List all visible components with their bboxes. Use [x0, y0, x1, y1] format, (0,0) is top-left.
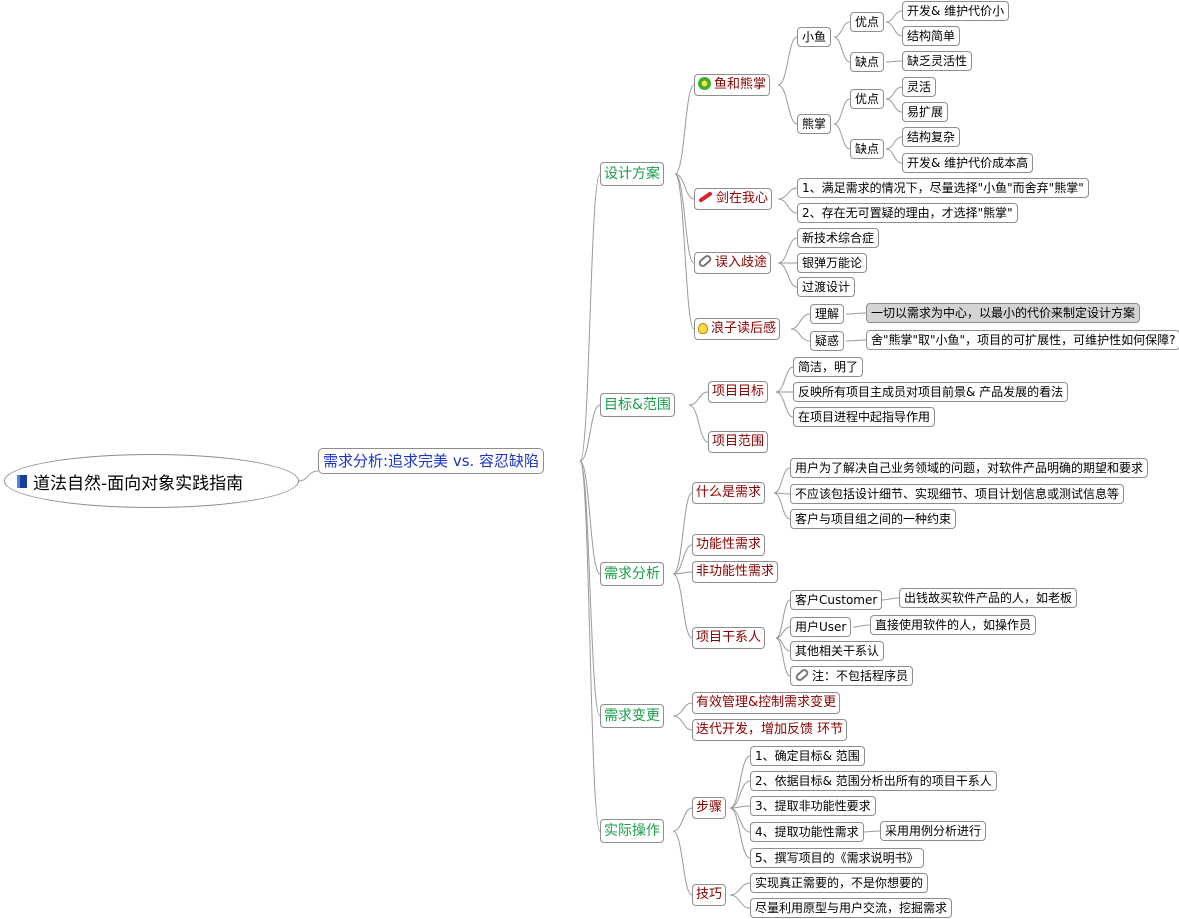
- paperclip-icon: [697, 253, 713, 269]
- leaf-what-3[interactable]: 客户与项目组之间的一种约束: [790, 509, 957, 529]
- topic-req-analysis[interactable]: 需求分析: [600, 562, 664, 586]
- leaf-goal-1[interactable]: 简洁，明了: [793, 357, 864, 377]
- paperclip-icon: [794, 667, 810, 683]
- leaf-bear-con-1[interactable]: 结构复杂: [902, 127, 961, 147]
- leaf-fish-pro-1[interactable]: 开发& 维护代价小: [902, 1, 1010, 21]
- leaf-other-stakeholders[interactable]: 其他相关干系认: [790, 641, 885, 661]
- topic-fish-bear[interactable]: 鱼和熊掌: [694, 74, 771, 96]
- topic-fish-cons[interactable]: 缺点: [850, 52, 885, 72]
- leaf-understand-text[interactable]: 一切以需求为中心，以最小的代价来制定设计方案: [866, 303, 1141, 323]
- topic-thoughts-label: 浪子读后感: [711, 321, 777, 336]
- book-icon: [17, 474, 27, 488]
- topic-what-is-req[interactable]: 什么是需求: [692, 482, 766, 504]
- leaf-tip-2[interactable]: 尽量利用原型与用户交流，挖掘需求: [750, 898, 953, 918]
- topic-fish[interactable]: 小鱼: [797, 27, 832, 47]
- topic-iterative[interactable]: 迭代开发，增加反馈 环节: [692, 719, 848, 741]
- leaf-step-5[interactable]: 5、撰写项目的《需求说明书》: [750, 848, 924, 868]
- leaf-what-1[interactable]: 用户为了解决自己业务领域的问题，对软件产品明确的期望和要求: [790, 458, 1149, 478]
- leaf-tip-1[interactable]: 实现真正需要的，不是你想要的: [750, 873, 929, 893]
- leaf-customer-desc[interactable]: 出钱故买软件产品的人，如老板: [899, 588, 1078, 608]
- topic-stakeholders[interactable]: 项目干系人: [692, 627, 766, 649]
- leaf-doubt-text[interactable]: 舍"熊掌"取"小鱼"，项目的可扩展性，可维护性如何保障?: [866, 330, 1179, 350]
- topic-goal-scope[interactable]: 目标&范围: [600, 393, 675, 417]
- lightbulb-icon: [698, 323, 708, 334]
- leaf-step-3[interactable]: 3、提取非功能性要求: [750, 796, 876, 816]
- leaf-step-1[interactable]: 1、确定目标& 范围: [750, 746, 865, 766]
- topic-fish-pros[interactable]: 优点: [850, 12, 885, 32]
- leaf-what-2[interactable]: 不应该包括设计细节、实现细节、项目计划信息或测试信息等: [790, 484, 1125, 504]
- pencil-icon: [698, 191, 713, 203]
- flower-icon: [698, 77, 711, 90]
- root-title: 道法自然-面向对象实践指南: [33, 473, 244, 494]
- leaf-fish-pro-2[interactable]: 结构简单: [902, 26, 961, 46]
- leaf-sword-1[interactable]: 1、满足需求的情况下，尽量选择"小鱼"而舍弃"熊掌": [797, 178, 1089, 198]
- main-topic[interactable]: 需求分析:追求完美 vs. 容忍缺陷: [318, 448, 545, 474]
- leaf-goal-3[interactable]: 在项目进程中起指导作用: [793, 407, 936, 427]
- leaf-bear-pro-1[interactable]: 灵活: [902, 77, 937, 97]
- leaf-bear-con-2[interactable]: 开发& 维护代价成本高: [902, 153, 1034, 173]
- topic-nonfunctional[interactable]: 非功能性需求: [692, 561, 779, 583]
- leaf-note-label: 注：不包括程序员: [812, 669, 909, 683]
- topic-design[interactable]: 设计方案: [600, 162, 664, 186]
- topic-thoughts[interactable]: 浪子读后感: [694, 318, 781, 340]
- leaf-goal-2[interactable]: 反映所有项目主成员对项目前景& 产品发展的看法: [793, 382, 1069, 402]
- leaf-astray-2[interactable]: 银弹万能论: [797, 253, 868, 273]
- leaf-step-4[interactable]: 4、提取功能性需求: [750, 822, 864, 842]
- topic-understand[interactable]: 理解: [810, 304, 845, 324]
- leaf-astray-3[interactable]: 过渡设计: [797, 277, 856, 297]
- leaf-fish-con-1[interactable]: 缺乏灵活性: [902, 51, 973, 71]
- topic-change-manage[interactable]: 有效管理&控制需求变更: [692, 692, 841, 714]
- topic-project-goal[interactable]: 项目目标: [708, 381, 769, 403]
- topic-doubt[interactable]: 疑惑: [810, 331, 845, 351]
- leaf-step-4-detail[interactable]: 采用用例分析进行: [880, 821, 987, 841]
- topic-tips[interactable]: 技巧: [692, 884, 727, 906]
- leaf-note[interactable]: 注：不包括程序员: [790, 666, 914, 686]
- topic-steps[interactable]: 步骤: [692, 797, 727, 819]
- leaf-user-desc[interactable]: 直接使用软件的人，如操作员: [870, 615, 1037, 635]
- leaf-sword-2[interactable]: 2、存在无可置疑的理由，才选择"熊掌": [797, 203, 1018, 223]
- topic-bear-pros[interactable]: 优点: [850, 89, 885, 109]
- topic-bear[interactable]: 熊掌: [797, 114, 832, 134]
- topic-astray[interactable]: 误入歧途: [694, 252, 772, 274]
- topic-project-scope[interactable]: 项目范围: [708, 431, 769, 453]
- leaf-astray-1[interactable]: 新技术综合症: [797, 228, 880, 248]
- topic-astray-label: 误入歧途: [715, 255, 768, 270]
- topic-functional[interactable]: 功能性需求: [692, 534, 766, 556]
- leaf-customer[interactable]: 客户Customer: [790, 590, 883, 610]
- topic-req-change[interactable]: 需求变更: [600, 704, 664, 728]
- topic-practice[interactable]: 实际操作: [600, 819, 664, 843]
- leaf-step-2[interactable]: 2、依据目标& 范围分析出所有的项目干系人: [750, 771, 997, 791]
- topic-bear-cons[interactable]: 缺点: [850, 139, 885, 159]
- root-topic[interactable]: 道法自然-面向对象实践指南: [4, 454, 299, 508]
- topic-fish-bear-label: 鱼和熊掌: [714, 77, 767, 92]
- topic-sword[interactable]: 剑在我心: [694, 188, 773, 210]
- topic-sword-label: 剑在我心: [716, 191, 769, 206]
- leaf-user[interactable]: 用户User: [790, 617, 852, 637]
- leaf-bear-pro-2[interactable]: 易扩展: [902, 102, 949, 122]
